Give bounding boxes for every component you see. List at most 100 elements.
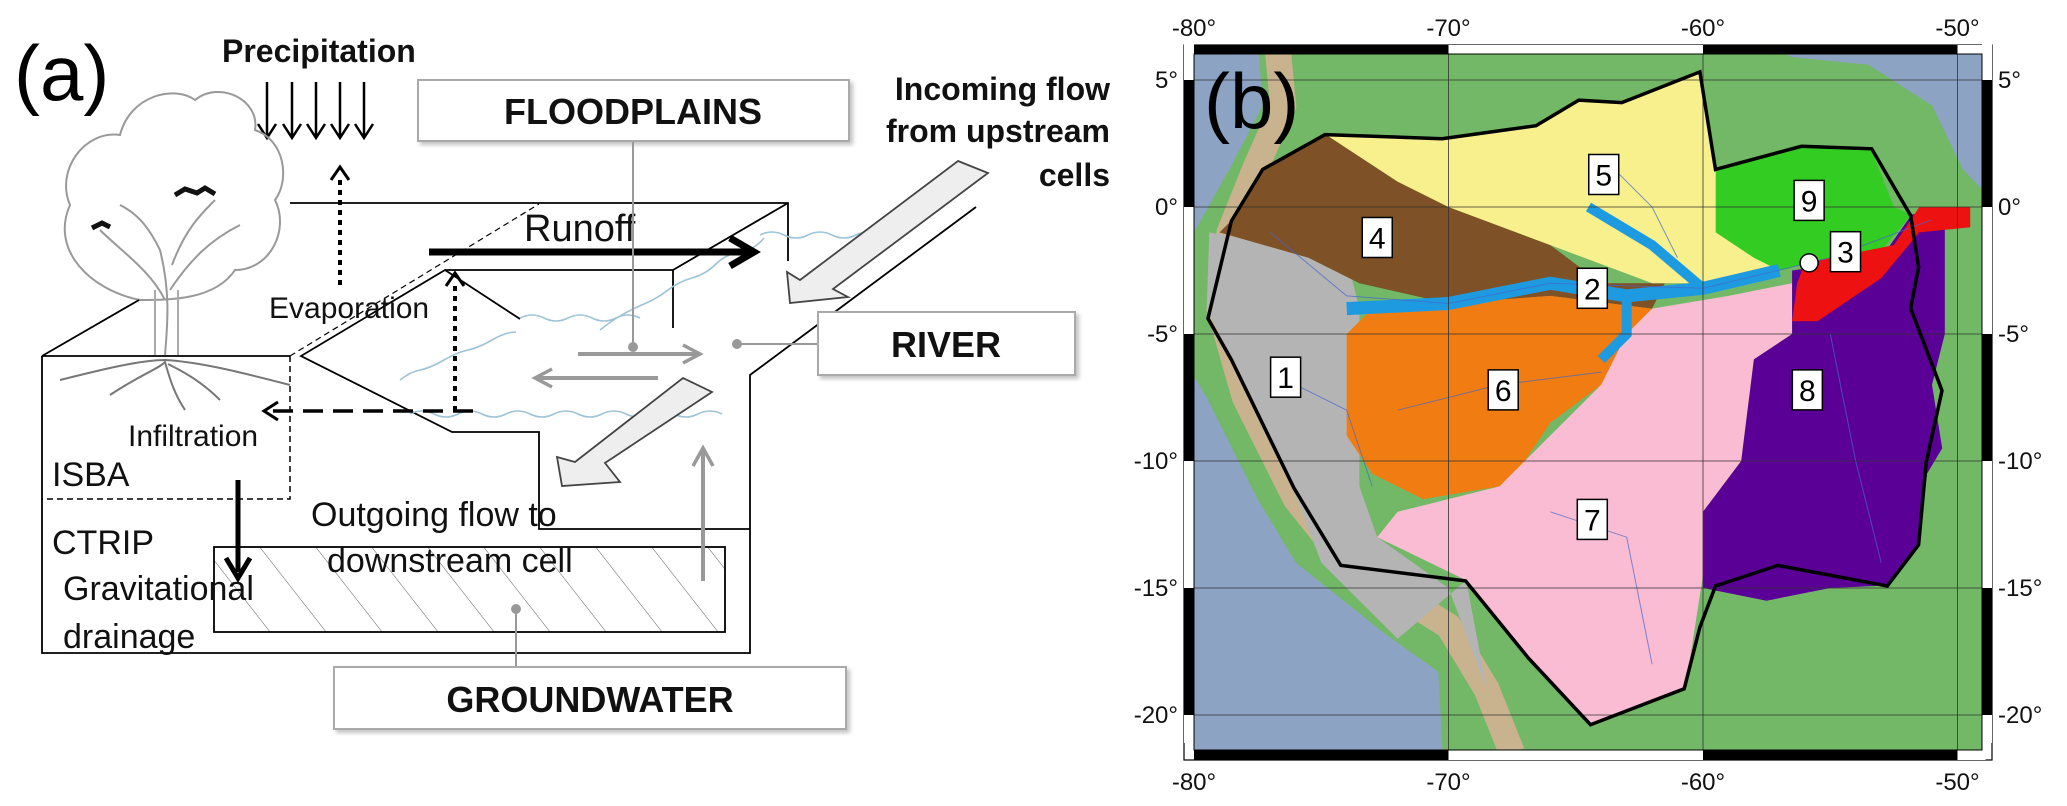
isba-label: ISBA	[52, 456, 130, 494]
lat-tick-label-right: 5°	[1998, 67, 2021, 94]
panel-b-label: (b)	[1204, 57, 1299, 145]
region-9-label-box	[1793, 179, 1825, 222]
region-2-label: 2	[1584, 273, 1601, 306]
lat-tick-label-left: -5°	[1147, 321, 1178, 348]
region-4-area	[1219, 133, 1665, 309]
ctrip-label: CTRIP	[52, 524, 154, 562]
frame-bar-left	[1184, 334, 1194, 461]
lon-tick-label-top: -60°	[1681, 15, 1725, 42]
floodplain-outflow-arrowhead-icon	[682, 343, 704, 365]
isba-top-dashed-line	[289, 203, 540, 357]
floodplains-label: FLOODPLAINS	[504, 91, 762, 132]
lat-tick-label-right: -20°	[1998, 702, 2042, 729]
panel-a-diagram: (a) Precipitation	[14, 29, 1110, 730]
lat-tick-label-left: -20°	[1134, 702, 1178, 729]
frame-bar-left	[1184, 588, 1194, 715]
outgoing-flow-label-line2: downstream cell	[327, 542, 573, 580]
infiltration-arrowhead-icon	[261, 400, 279, 422]
drainage-label: drainage	[63, 618, 195, 656]
river-box	[817, 311, 1076, 376]
lon-tick-label-top: -80°	[1172, 15, 1216, 42]
lon-tick-label-bottom: -60°	[1681, 769, 1725, 796]
region-6-label: 6	[1495, 375, 1512, 408]
frame-bar-left	[1184, 715, 1194, 743]
runoff-arrow-icon	[429, 234, 761, 270]
lon-tick-label-bottom: -80°	[1172, 769, 1216, 796]
incoming-flow-label-line1: Incoming flow	[895, 71, 1110, 107]
gravitational-label: Gravitational	[63, 570, 254, 608]
frame-bar-right	[1982, 207, 1992, 334]
region-2-negro	[1585, 202, 1707, 293]
frame-bar-top	[1194, 45, 1449, 54]
obidos-station-marker	[1799, 253, 1819, 273]
frame-bar-bottom	[1194, 750, 1449, 760]
frame-bar-bottom	[1448, 750, 1703, 760]
region-2-label-box	[1576, 267, 1609, 310]
region-3-label-box	[1829, 230, 1862, 273]
evaporation-label: Evaporation	[269, 292, 429, 325]
frame-bar-left	[1184, 26, 1194, 80]
river-connector-dot	[732, 339, 742, 349]
floodplain-inflow-arrowhead-icon	[531, 367, 553, 389]
lat-tick-label-right: -15°	[1998, 575, 2042, 602]
incoming-flow-label-line3: cells	[1039, 157, 1110, 193]
region-1-label-box	[1269, 356, 1302, 398]
frame-bar-bottom	[1957, 750, 1986, 760]
groundwater-label: GROUNDWATER	[446, 679, 733, 720]
region-7-label-box	[1576, 498, 1609, 541]
frame-bar-left	[1184, 461, 1194, 588]
river-label: RIVER	[891, 324, 1001, 365]
region-5-label-box	[1587, 153, 1620, 196]
lat-tick-label-right: -5°	[1998, 321, 2029, 348]
frame-bar-right	[1982, 588, 1992, 715]
lat-tick-label-right: -10°	[1998, 448, 2042, 475]
precipitation-arrows-icon	[256, 82, 375, 141]
region-9-label: 9	[1801, 185, 1818, 218]
frame-bar-top	[1957, 45, 1986, 54]
gravitational-drainage-arrow-icon	[223, 480, 253, 583]
region-3-area	[1792, 207, 1971, 322]
frame-bar-right	[1982, 715, 1992, 743]
groundwater-reservoir	[213, 546, 726, 633]
frame-bar-left	[1184, 80, 1194, 207]
region-7-label: 7	[1584, 504, 1601, 537]
infiltration-label: Infiltration	[128, 420, 258, 453]
lon-tick-label-top: -70°	[1426, 15, 1470, 42]
region-8-label: 8	[1799, 375, 1816, 408]
region-5-area	[1323, 72, 1805, 284]
precipitation-label: Precipitation	[222, 33, 416, 69]
groundwater-box	[333, 666, 847, 730]
frame-bar-left	[1184, 207, 1194, 334]
lat-tick-label-left: -10°	[1134, 448, 1178, 475]
region-8-label-box	[1791, 369, 1824, 411]
frame-bar-right	[1982, 80, 1992, 207]
isba-boundary-dashed-line	[42, 356, 291, 500]
groundwater-upflow-arrowhead-icon	[691, 444, 715, 467]
frame-bar-right	[1982, 461, 1992, 588]
lon-tick-label-top: -50°	[1935, 15, 1979, 42]
panel-a-label: (a)	[14, 29, 109, 117]
frame-bar-bottom	[1703, 750, 1958, 760]
floodplains-connector-dot	[628, 342, 638, 352]
river-line	[1550, 511, 1653, 665]
frame-bar-right	[1982, 26, 1992, 80]
frame-bar-right	[1982, 334, 1992, 461]
region-1-label: 1	[1277, 362, 1294, 395]
atlantic-ocean	[1785, 54, 1982, 190]
region-4-label-box	[1361, 216, 1393, 259]
foliage-dark-icon	[90, 185, 217, 231]
lon-tick-label-bottom: -70°	[1426, 769, 1470, 796]
amazon-basin-outline	[1206, 69, 1944, 727]
region-4-label: 4	[1369, 222, 1386, 255]
frame-bar-top	[1703, 45, 1958, 54]
region-5-label: 5	[1595, 159, 1612, 192]
panel-b-map: -80°-80°-70°-70°-60°-60°-50°-50°5°5°0°0°…	[1134, 15, 2043, 796]
lat-tick-label-left: -15°	[1134, 575, 1178, 602]
incoming-flow-label-line2: from upstream	[886, 113, 1110, 149]
andes-relief	[1206, 54, 1525, 750]
river-evaporation-arrowhead-icon	[444, 270, 466, 287]
region-3-label: 3	[1837, 237, 1854, 270]
outgoing-flow-label-line1: Outgoing flow to	[311, 496, 557, 534]
region-6-label-box	[1487, 369, 1519, 411]
